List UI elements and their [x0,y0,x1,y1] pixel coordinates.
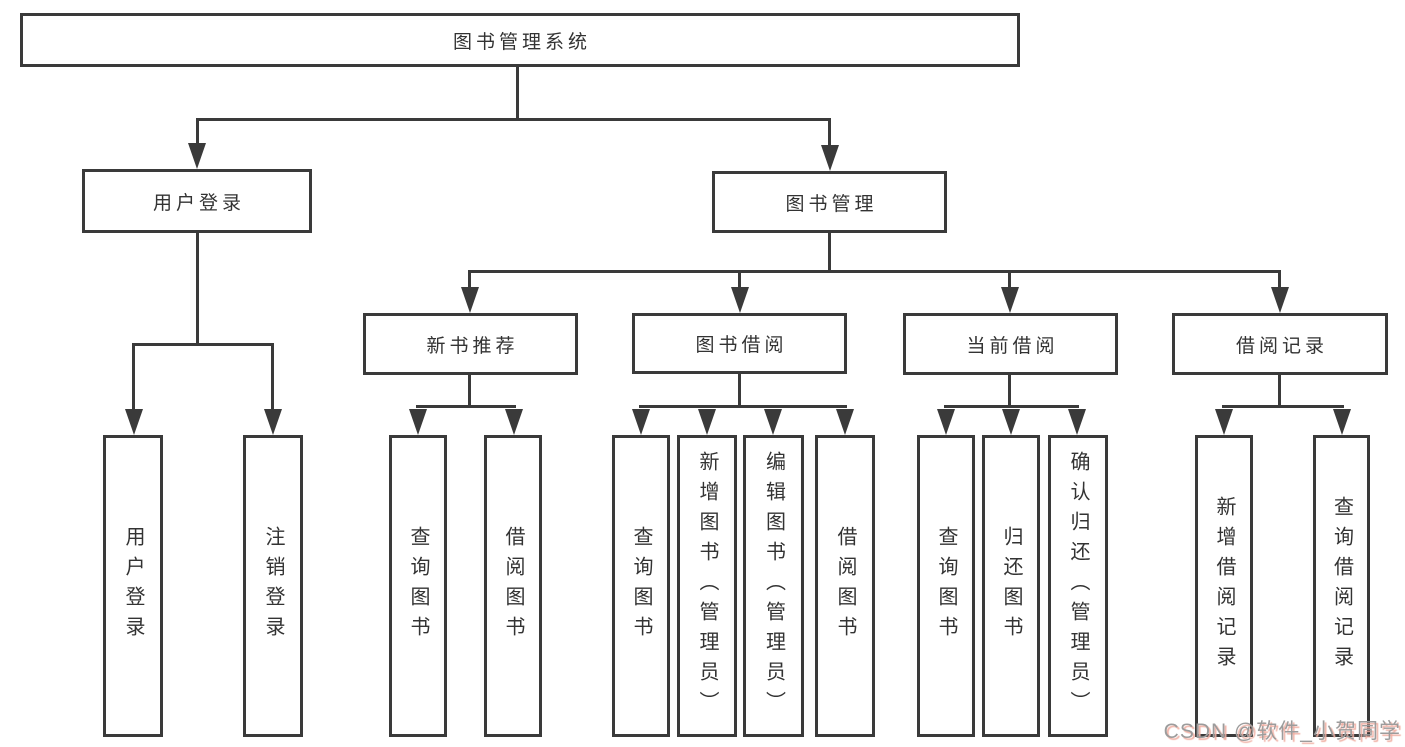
connector-new-book-branch [416,405,516,408]
arrow-to-leaf-confirm-return [1068,409,1086,435]
arrow-to-leaf-logout [264,409,282,435]
leaf-search-books-3: 查询图书 [917,435,975,737]
leaf-search-books-1-label: 查询图书 [407,526,429,646]
node-book-management-label: 图书管理 [785,193,878,215]
node-user-login-label: 用户登录 [152,192,245,214]
connector-level3-branch [468,270,1281,273]
arrow-to-leaf-add-borrow-record [1215,409,1233,435]
arrow-to-leaf-borrow-books-2 [836,409,854,435]
leaf-return-books-label: 归还图书 [1000,526,1022,646]
connector-borrowing-records-drop [1278,375,1281,407]
leaf-user-login: 用户登录 [103,435,163,737]
arrow-to-leaf-borrow-books-1 [505,409,523,435]
leaf-add-borrow-record: 新增借阅记录 [1195,435,1253,737]
connector-current-borrowing-drop [1008,375,1011,407]
connector-stub-leaf-logout [271,345,274,411]
leaf-add-borrow-record-label: 新增借阅记录 [1213,496,1235,676]
node-book-borrowing: 图书借阅 [632,313,847,374]
leaf-confirm-return-admin: 确认归还（管理员） [1048,435,1108,737]
node-new-book-recommendation-label: 新书推荐 [426,335,519,357]
node-library-system: 图书管理系统 [20,13,1020,67]
connector-book-borrowing-drop [738,374,741,407]
leaf-return-books: 归还图书 [982,435,1040,737]
node-current-borrowing-label: 当前借阅 [966,335,1059,357]
leaf-borrow-books-1-label: 借阅图书 [502,526,524,646]
leaf-search-borrow-record-label: 查询借阅记录 [1330,496,1353,676]
arrow-to-leaf-search-books-1 [409,409,427,435]
node-book-borrowing-label: 图书借阅 [695,335,788,356]
connector-stub-book-borrowing [738,272,741,289]
leaf-search-borrow-record: 查询借阅记录 [1313,435,1370,737]
leaf-search-books-2-label: 查询图书 [630,526,652,646]
node-book-management: 图书管理 [712,171,947,233]
leaf-logout: 注销登录 [243,435,303,737]
connector-borrowing-records-branch [1222,405,1344,408]
node-library-system-label: 图书管理系统 [452,31,591,53]
connector-book-management-drop [828,233,831,272]
connector-book-borrowing-branch [639,405,847,408]
leaf-add-book-admin-label: 新增图书（管理员） [696,451,718,721]
connector-stub-borrowing-records [1278,272,1281,289]
arrow-to-current-borrowing [1001,287,1019,313]
leaf-borrow-books-1: 借阅图书 [484,435,542,737]
node-borrowing-records: 借阅记录 [1172,313,1388,375]
connector-current-borrowing-branch [944,405,1079,408]
leaf-search-books-1: 查询图书 [389,435,447,737]
connector-stub-book-management [828,118,831,146]
connector-user-login-branch [132,343,274,346]
arrow-to-book-management [821,145,839,171]
arrow-to-leaf-search-books-3 [937,409,955,435]
arrow-to-leaf-user-login [125,409,143,435]
node-user-login: 用户登录 [82,169,312,233]
leaf-search-books-2: 查询图书 [612,435,670,737]
connector-new-book-drop [468,375,471,407]
connector-user-login-drop [196,232,199,345]
connector-level2-branch [196,118,831,121]
leaf-edit-book-admin-label: 编辑图书（管理员） [762,451,785,721]
leaf-user-login-label: 用户登录 [122,526,144,646]
node-new-book-recommendation: 新书推荐 [363,313,578,375]
node-current-borrowing: 当前借阅 [903,313,1118,375]
leaf-edit-book-admin: 编辑图书（管理员） [743,435,804,737]
arrow-to-borrowing-records [1271,287,1289,313]
connector-stub-leaf-user-login [132,345,135,411]
arrow-to-leaf-search-books-2 [632,409,650,435]
connector-root-drop [516,67,519,120]
arrow-to-leaf-edit-book [764,409,782,435]
connector-stub-new-book [468,272,471,289]
arrow-to-leaf-add-book [698,409,716,435]
leaf-borrow-books-2-label: 借阅图书 [834,526,856,646]
leaf-borrow-books-2: 借阅图书 [815,435,875,737]
csdn-watermark: CSDN @软件_小贺同学 [1163,720,1401,743]
leaf-search-books-3-label: 查询图书 [935,526,957,646]
leaf-confirm-return-admin-label: 确认归还（管理员） [1067,451,1089,721]
arrow-to-book-borrowing [731,287,749,313]
arrow-to-new-book [461,287,479,313]
connector-stub-current-borrowing [1008,272,1011,289]
arrow-to-leaf-search-borrow-record [1333,409,1351,435]
leaf-logout-label: 注销登录 [262,526,284,646]
arrow-to-user-login [188,143,206,169]
connector-stub-user-login [196,118,199,146]
leaf-add-book-admin: 新增图书（管理员） [677,435,737,737]
arrow-to-leaf-return-books [1002,409,1020,435]
node-borrowing-records-label: 借阅记录 [1235,335,1328,357]
